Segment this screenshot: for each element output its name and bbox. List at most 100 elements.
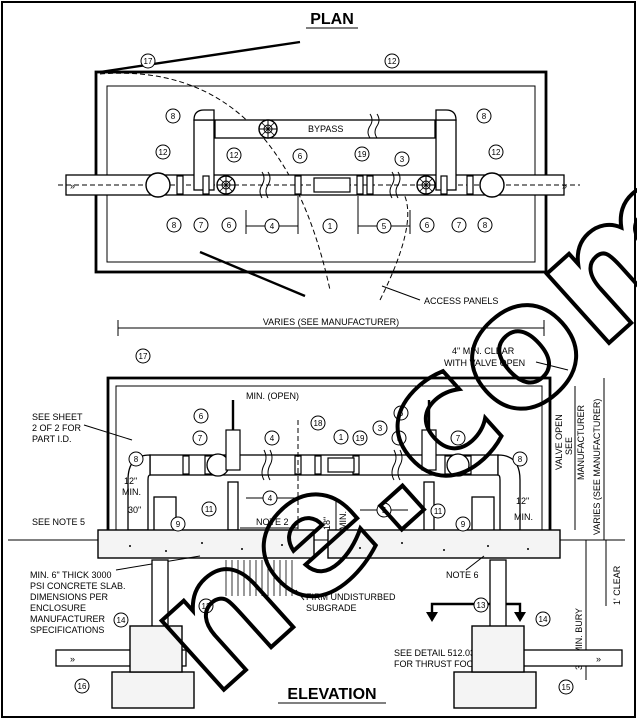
bubble-14: 14 (535, 611, 551, 627)
min-open-label: MIN. (OPEN) (246, 391, 299, 401)
svg-text:7: 7 (198, 434, 203, 443)
thrust-footing-left (111, 671, 195, 709)
svg-text:8: 8 (482, 112, 487, 121)
firm-subgrade-label-2: SUBGRADE (306, 603, 357, 613)
plan-view: PLAN » » BYPASS (58, 11, 580, 306)
firm-subgrade-label-1: FIRM UNDISTURBED (306, 592, 396, 602)
elevation-title: ELEVATION (287, 686, 376, 703)
bubble-6: 6 (419, 217, 435, 233)
svg-text:6: 6 (227, 221, 232, 230)
svg-text:4: 4 (270, 434, 275, 443)
svg-text:19: 19 (356, 434, 365, 443)
bubble-7: 7 (193, 217, 209, 233)
thrust-footing-right (453, 671, 537, 709)
min-clear-label-1: 4" MIN. CLEAR (452, 346, 515, 356)
bubble-9: 9 (455, 516, 471, 532)
svg-text:3: 3 (400, 155, 405, 164)
slab-note-1: MIN. 6" THICK 3000 (30, 570, 112, 580)
detail-note-2: FOR THRUST FOOTING (394, 659, 495, 669)
svg-text:»: » (596, 654, 601, 664)
svg-text:6: 6 (199, 412, 204, 421)
clear-label: 1' CLEAR (612, 565, 622, 605)
bubble-19: 19 (352, 430, 368, 446)
see-sheet-label-2: 2 OF 2 FOR (32, 423, 82, 433)
bubble-4: 4 (264, 218, 280, 234)
svg-text:14: 14 (539, 615, 548, 624)
svg-text:»: » (70, 181, 75, 191)
svg-text:4: 4 (268, 494, 273, 503)
vertical-varies-label: VARIES (SEE MANUFACTURER) (592, 399, 602, 535)
bubble-8: 8 (477, 217, 493, 233)
see-sheet-label-1: SEE SHEET (32, 412, 83, 422)
svg-text:7: 7 (456, 434, 461, 443)
bubble-12: 12 (226, 147, 242, 163)
bubble-4: 4 (262, 490, 278, 506)
dim-18-min-label: MIN. (338, 511, 348, 530)
svg-text:»: » (70, 654, 75, 664)
bubble-9: 9 (170, 516, 186, 532)
plan-title: PLAN (310, 11, 354, 28)
bubble-7: 7 (451, 217, 467, 233)
bubble-17: 17 (135, 348, 151, 364)
bubble-8: 8 (512, 451, 528, 467)
bubble-11: 11 (201, 501, 217, 517)
svg-text:9: 9 (461, 520, 466, 529)
slab-note-2: PSI CONCRETE SLAB. (30, 581, 126, 591)
min-left: MIN. (122, 487, 141, 497)
concrete-slab-left (97, 529, 315, 559)
svg-text:11: 11 (434, 507, 443, 516)
svg-text:11: 11 (205, 505, 214, 514)
dim-30-label: 30" (128, 505, 141, 515)
bubble-5: 5 (376, 218, 392, 234)
svg-text:4: 4 (270, 222, 275, 231)
svg-text:6: 6 (298, 152, 303, 161)
bypass-label: BYPASS (308, 124, 343, 134)
bubble-12: 12 (384, 53, 400, 69)
svg-text:13: 13 (202, 602, 211, 611)
bubble-3: 3 (394, 151, 410, 167)
svg-text:16: 16 (78, 682, 87, 691)
bubble-6: 6 (292, 148, 308, 164)
twelve-in-left: 12" (124, 476, 137, 486)
svg-text:6: 6 (399, 409, 404, 418)
slab-note-6: SPECIFICATIONS (30, 625, 104, 635)
svg-text:9: 9 (176, 520, 181, 529)
svg-text:»: » (562, 181, 567, 191)
min-clear-label-2: WITH VALVE OPEN (444, 358, 525, 368)
bubble-8: 8 (166, 217, 182, 233)
bubble-18: 18 (310, 415, 326, 431)
valve-open-label: VALVE OPEN (554, 414, 564, 470)
svg-text:8: 8 (171, 112, 176, 121)
elevation-enclosure (106, 376, 552, 530)
svg-text:12: 12 (159, 148, 168, 157)
min-right: MIN. (514, 512, 533, 522)
bubble-19: 19 (354, 146, 370, 162)
svg-text:5: 5 (397, 434, 402, 443)
bubble-12: 12 (488, 144, 504, 160)
bury-label: 36" MIN. BURY (574, 608, 584, 670)
bubble-8: 8 (128, 451, 144, 467)
plan-enclosure-outer (94, 70, 548, 274)
svg-text:13: 13 (477, 601, 486, 610)
bubble-4: 4 (264, 430, 280, 446)
svg-text:12: 12 (388, 57, 397, 66)
note-6-label: NOTE 6 (446, 570, 479, 580)
see-label: SEE (564, 437, 574, 455)
svg-text:8: 8 (518, 455, 523, 464)
svg-text:5: 5 (382, 506, 387, 515)
svg-text:8: 8 (172, 221, 177, 230)
see-note-5-label: SEE NOTE 5 (32, 517, 85, 527)
svg-text:12: 12 (492, 148, 501, 157)
bubble-6: 6 (221, 217, 237, 233)
twelve-in-right: 12" (516, 496, 529, 506)
svg-text:6: 6 (425, 221, 430, 230)
svg-text:17: 17 (139, 352, 148, 361)
bubble-8: 8 (476, 108, 492, 124)
bubble-7: 7 (450, 430, 466, 446)
bubble-8: 8 (165, 108, 181, 124)
bubble-11: 11 (430, 503, 446, 519)
bubble-7: 7 (192, 430, 208, 446)
access-panels-label: ACCESS PANELS (424, 296, 498, 306)
note-2-label: NOTE 2 (256, 517, 289, 527)
svg-text:14: 14 (117, 616, 126, 625)
